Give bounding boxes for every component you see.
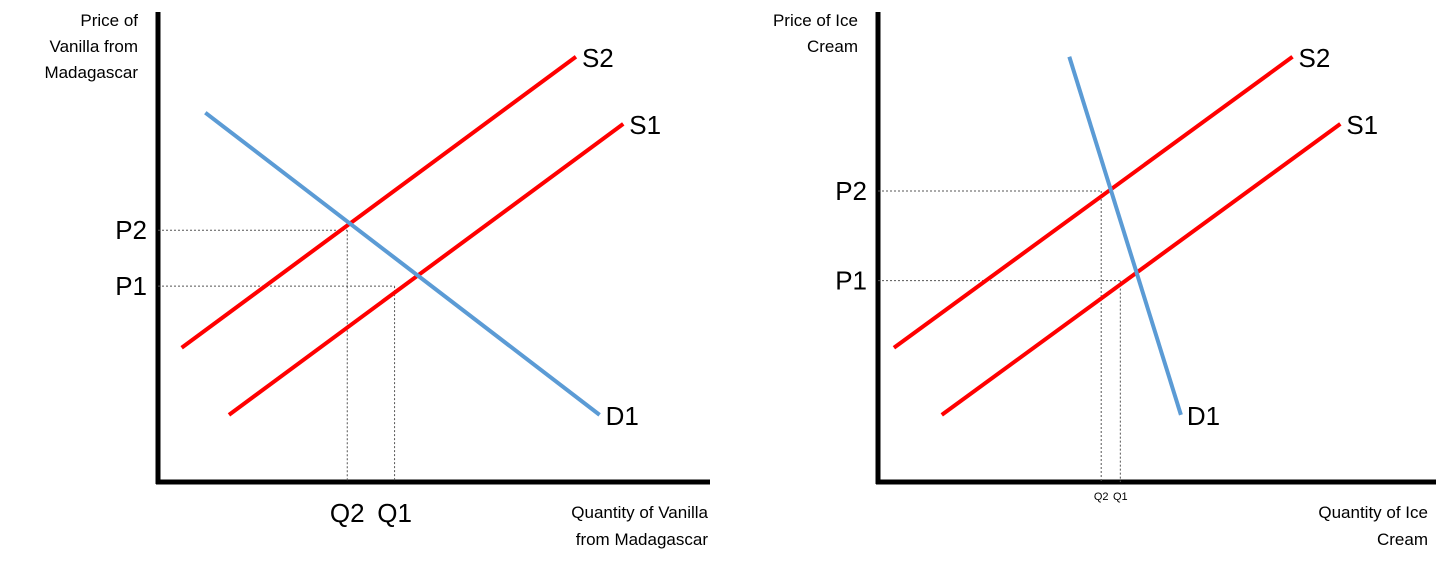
x-axis-title-line: from Madagascar [576, 530, 709, 549]
curve-s2 [892, 55, 1294, 350]
y-axis-title-line: Price of Ice [773, 11, 858, 30]
curve-label-s1: S1 [629, 110, 661, 140]
curve-d1 [204, 111, 601, 417]
curve-d1 [1067, 56, 1183, 416]
x-axis-title-line: Cream [1377, 530, 1428, 549]
y-axis-title-line: Cream [807, 37, 858, 56]
y-axis-title-line: Price of [80, 11, 138, 30]
curve-label-s2: S2 [1299, 43, 1331, 73]
price-tick-label: P1 [835, 266, 867, 296]
curve-label-d1: D1 [1187, 401, 1220, 431]
x-axis-title-line: Quantity of Ice [1318, 503, 1428, 522]
price-tick-label: P2 [115, 215, 147, 245]
x-axis-title: Quantity of Vanilla from Madagascar [571, 503, 708, 549]
price-tick-label: P1 [115, 271, 147, 301]
quantity-tick-label: Q1 [1113, 491, 1128, 503]
y-axis-title-line: Madagascar [44, 63, 138, 82]
curve-label-d1: D1 [606, 401, 639, 431]
price-tick-label: P2 [835, 176, 867, 206]
curve-s1 [940, 122, 1342, 417]
curve-label-s1: S1 [1346, 110, 1378, 140]
curve-s1 [227, 122, 625, 417]
curve-label-s2: S2 [582, 43, 614, 73]
quantity-tick-label: Q2 [330, 498, 365, 528]
y-axis-title-line: Vanilla from [50, 37, 139, 56]
x-axis-title-line: Quantity of Vanilla [571, 503, 708, 522]
quantity-tick-label: Q2 [1094, 491, 1109, 503]
quantity-tick-label: Q1 [377, 498, 412, 528]
curve-s2 [180, 55, 578, 350]
